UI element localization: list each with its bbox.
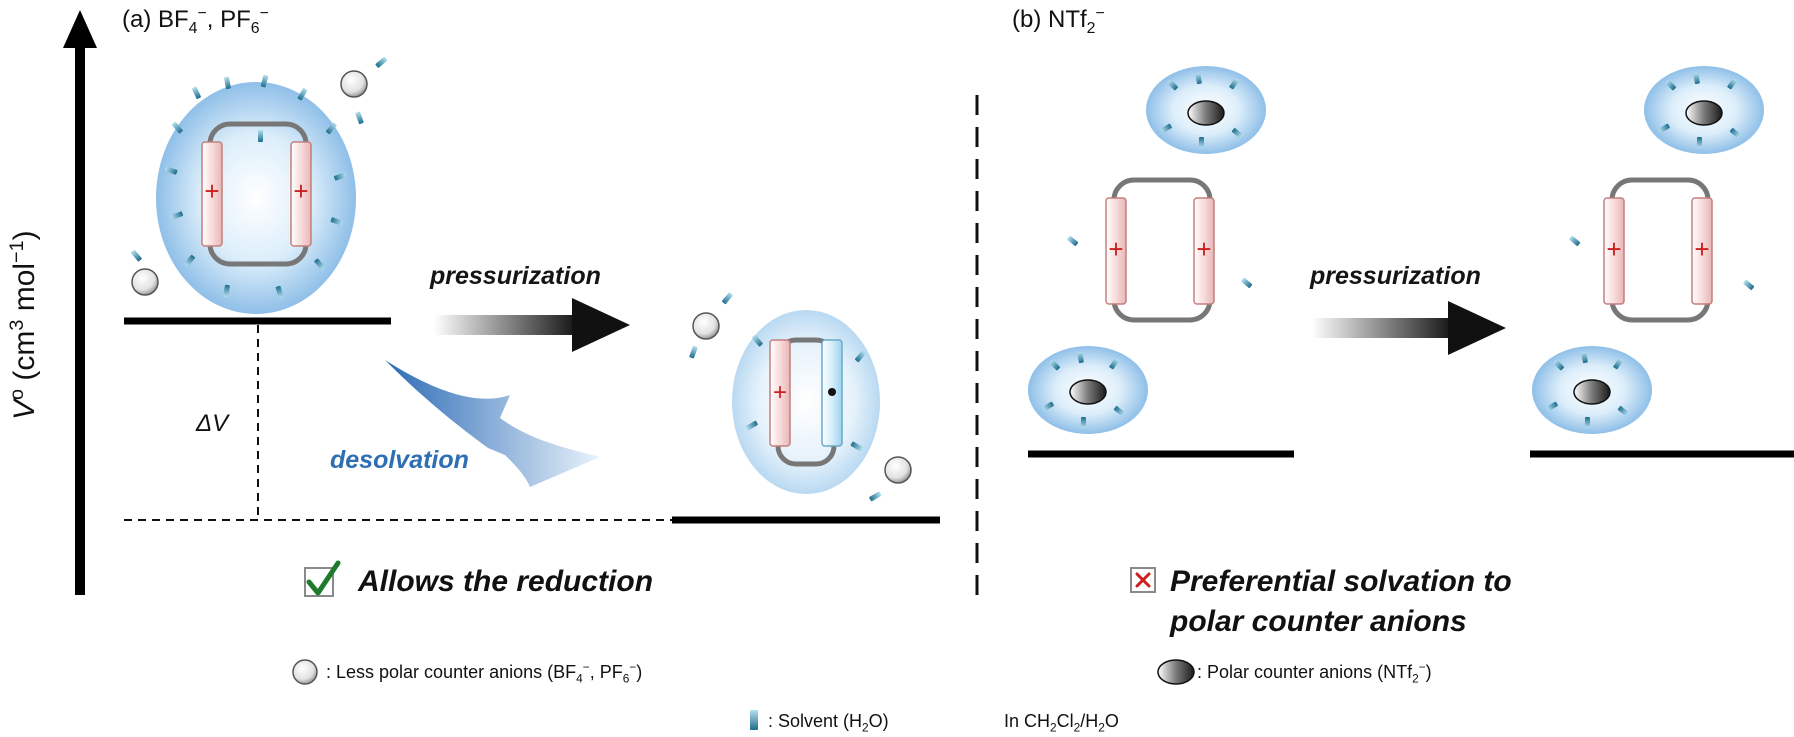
panel-a-desolvation-label: desolvation <box>330 446 469 474</box>
legend-solvent: : Solvent (H2O) <box>768 711 889 735</box>
panel-a-delta-v-label: ΔV <box>196 410 229 437</box>
y-axis-arrow <box>63 10 97 595</box>
panel-b-pressurization-arrow <box>1312 301 1506 355</box>
legend-polar-anions: : Polar counter anions (NTf2−) <box>1197 660 1432 686</box>
solvent-icon <box>750 710 758 730</box>
panel-a-free-anions <box>131 70 912 484</box>
check-icon <box>304 560 341 597</box>
svg-text:+: + <box>293 176 308 206</box>
panel-a-desolvated-cyclophane: + <box>732 310 880 494</box>
panel-b-verdict-line-2: polar counter anions <box>1170 605 1467 638</box>
panel-a-pressurization-label: pressurization <box>430 262 601 290</box>
panel-b-final-state: + + <box>1532 66 1764 434</box>
panel-a-solvated-cyclophane: + + <box>156 74 356 314</box>
less-polar-anion-icon <box>292 659 318 685</box>
cross-icon <box>1130 567 1156 593</box>
panel-b-title: (b) NTf2− <box>1012 5 1105 37</box>
polar-anion-icon <box>1157 659 1195 685</box>
panel-b-pressurization-label: pressurization <box>1310 262 1481 290</box>
panel-a-pressurization-arrow <box>434 298 630 352</box>
panel-a-desolvation-arrow <box>385 360 600 487</box>
panel-a-verdict: Allows the reduction <box>358 565 654 598</box>
panel-a-free-solvents <box>131 57 882 502</box>
panel-b-initial-state: + + <box>1028 66 1266 434</box>
svg-text:+: + <box>1108 234 1123 264</box>
panel-b-verdict-line-1: Preferential solvation to <box>1170 565 1512 598</box>
y-axis-label: Vo (cm3 mol−1) <box>6 230 41 420</box>
svg-text:+: + <box>773 379 787 406</box>
svg-text:+: + <box>1196 234 1211 264</box>
svg-text:+: + <box>1606 234 1621 264</box>
legend-medium: In CH2Cl2/H2O <box>1004 711 1119 735</box>
legend-less-polar-anions: : Less polar counter anions (BF4−, PF6−) <box>326 660 643 686</box>
svg-text:+: + <box>204 176 219 206</box>
panel-a-title: (a) BF4−, PF6− <box>122 5 269 37</box>
svg-text:+: + <box>1694 234 1709 264</box>
